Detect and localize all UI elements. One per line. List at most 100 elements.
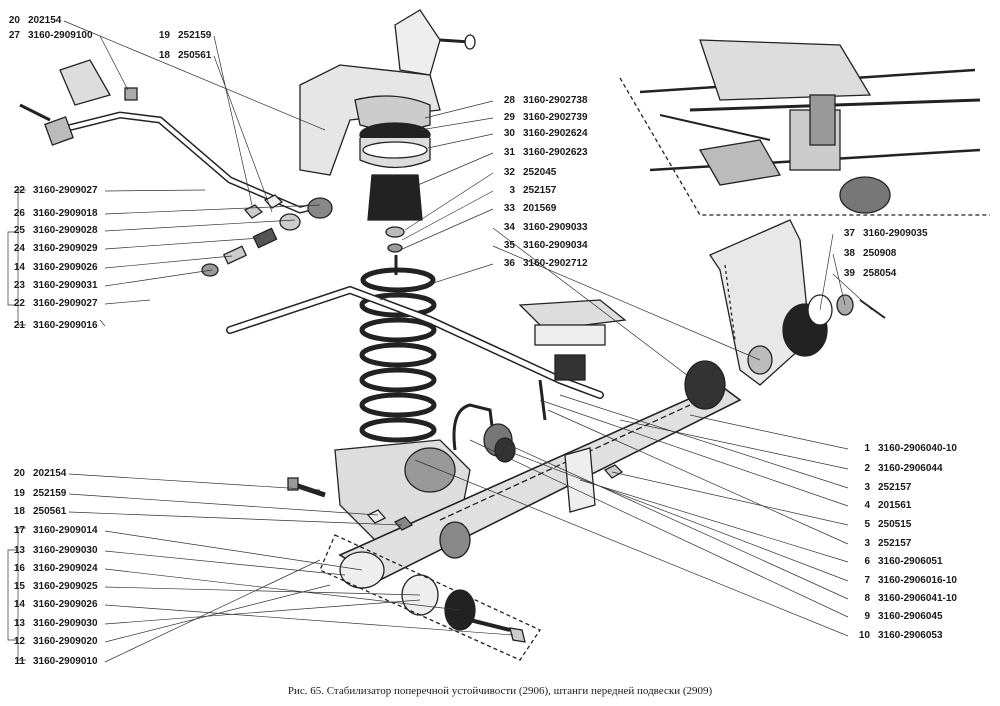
callout-part-code: 3160-2906044	[878, 463, 943, 474]
leader-line	[619, 419, 849, 470]
callout-number: 14	[13, 599, 25, 610]
leader-line	[547, 409, 849, 545]
leader-line	[414, 459, 849, 637]
group-bracket	[17, 189, 26, 326]
leader-line	[99, 35, 129, 91]
leader-line	[104, 189, 206, 192]
callout-part-code: 3160-2906045	[878, 611, 943, 622]
callout-part-code: 3160-2906041-10	[878, 593, 957, 604]
leader-line	[427, 133, 494, 149]
callout-number: 17	[13, 525, 25, 536]
callout-number: 38	[843, 248, 855, 259]
callout-number: 37	[843, 228, 855, 239]
leader-line	[559, 394, 849, 489]
callout-part-code: 3160-2909024	[33, 563, 98, 574]
callout-number: 8	[864, 593, 870, 604]
callout-number: 3	[864, 538, 870, 549]
leader-line	[213, 35, 253, 206]
callout-number: 14	[13, 262, 25, 273]
callout-number: 3	[509, 185, 515, 196]
callout-number: 2	[864, 463, 870, 474]
callout-number: 10	[858, 630, 870, 641]
callout-part-code: 3160-2902712	[523, 258, 588, 269]
callout-number: 24	[13, 243, 25, 254]
bolt-left	[294, 482, 326, 498]
leader-line	[68, 511, 403, 526]
callout-part-code: 3160-2902739	[523, 112, 588, 123]
callout-part-code: 3160-2909031	[33, 280, 98, 291]
callout-number: 31	[503, 147, 515, 158]
callout-part-code: 3160-2909100	[28, 30, 93, 41]
upper-mount	[299, 9, 476, 176]
leader-line	[104, 599, 421, 625]
leader-line	[63, 20, 326, 131]
callout-part-code: 3160-2909027	[33, 298, 98, 309]
leader-line	[399, 208, 494, 251]
leader-line	[104, 237, 261, 250]
callout-part-code: 250561	[178, 50, 212, 61]
callout-number: 33	[503, 203, 515, 214]
callout-number: 36	[503, 258, 515, 269]
callout-part-code: 3160-2909030	[33, 545, 98, 556]
callout-part-code: 252157	[878, 482, 912, 493]
group-bracket	[7, 231, 16, 306]
leader-lines	[7, 20, 873, 663]
callout-part-code: 3160-2909029	[33, 243, 98, 254]
leader-line	[419, 117, 494, 131]
callout-number: 5	[864, 519, 870, 530]
leader-line	[579, 479, 849, 563]
callout-part-code: 3160-2906040-10	[878, 443, 957, 454]
callout-number: 30	[503, 128, 515, 139]
callout-part-code: 3160-2902738	[523, 95, 588, 106]
callout-number: 39	[843, 268, 855, 279]
leader-line	[539, 399, 849, 507]
callout-number: 16	[13, 563, 25, 574]
callout-part-code: 3160-2909026	[33, 599, 98, 610]
callout-part-code: 3160-2909025	[33, 581, 98, 592]
leader-line	[689, 414, 849, 450]
leader-line	[104, 584, 331, 643]
leader-line	[104, 219, 296, 232]
callout-part-code: 3160-2909033	[523, 222, 588, 233]
leader-line	[404, 172, 494, 231]
callout-number: 4	[864, 500, 870, 511]
callout-part-code: 250908	[863, 248, 897, 259]
callout-part-code: 202154	[33, 468, 67, 479]
leader-line	[104, 568, 461, 611]
callout-number: 12	[13, 636, 25, 647]
group-bracket	[17, 527, 26, 661]
coil-spring	[359, 267, 437, 443]
callout-part-code: 3160-2909010	[33, 656, 98, 667]
u-clamp	[452, 403, 497, 451]
leader-line	[819, 233, 834, 311]
callout-number: 26	[13, 208, 25, 219]
callout-part-code: 201561	[878, 500, 912, 511]
stabilizer-link-top	[19, 59, 333, 277]
callout-number: 20	[8, 15, 20, 26]
leader-line	[213, 55, 273, 213]
callout-number: 23	[13, 280, 25, 291]
callout-part-code: 250561	[33, 506, 67, 517]
callout-part-code: 3160-2909027	[33, 185, 98, 196]
callout-number: 1	[864, 443, 870, 454]
leader-line	[504, 449, 849, 582]
right-body-mount	[684, 219, 886, 410]
callout-part-code: 3160-2902624	[523, 128, 588, 139]
bump-stop-stack	[359, 122, 431, 253]
callout-part-code: 3160-2909030	[33, 618, 98, 629]
leader-line	[68, 473, 321, 491]
callout-number: 13	[13, 618, 25, 629]
callout-number: 19	[13, 488, 25, 499]
leader-line	[99, 319, 106, 327]
leader-line	[104, 255, 233, 269]
leader-line	[379, 263, 494, 301]
leader-line	[492, 245, 761, 361]
leader-line	[424, 100, 494, 119]
callout-part-code: 201569	[523, 203, 557, 214]
callout-part-code: 258054	[863, 268, 897, 279]
callout-number: 27	[8, 30, 20, 41]
leader-line	[104, 604, 514, 636]
callout-number: 35	[503, 240, 515, 251]
leader-line	[104, 204, 321, 215]
callout-number: 18	[158, 50, 170, 61]
